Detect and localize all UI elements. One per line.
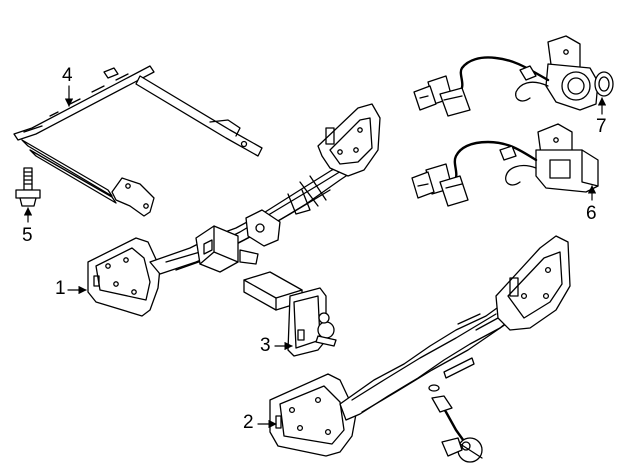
wiring-harness-part-6 xyxy=(411,123,599,207)
callout-3: 3 xyxy=(260,335,271,356)
callout-7: 7 xyxy=(596,116,607,137)
callout-1: 1 xyxy=(55,278,66,299)
tow-bar-assembly-part-1 xyxy=(87,103,381,317)
ball-mount-part-3 xyxy=(243,271,337,357)
callout-leaders xyxy=(23,85,607,429)
bolt-part-5 xyxy=(15,167,41,207)
callout-4: 4 xyxy=(62,65,73,86)
mounting-frame-part-4 xyxy=(13,65,263,217)
callout-2: 2 xyxy=(243,412,254,433)
tow-bar-assembly-part-2 xyxy=(269,235,571,463)
wiring-harness-part-7 xyxy=(413,35,614,117)
callout-6: 6 xyxy=(586,203,597,224)
callout-5: 5 xyxy=(22,225,33,246)
